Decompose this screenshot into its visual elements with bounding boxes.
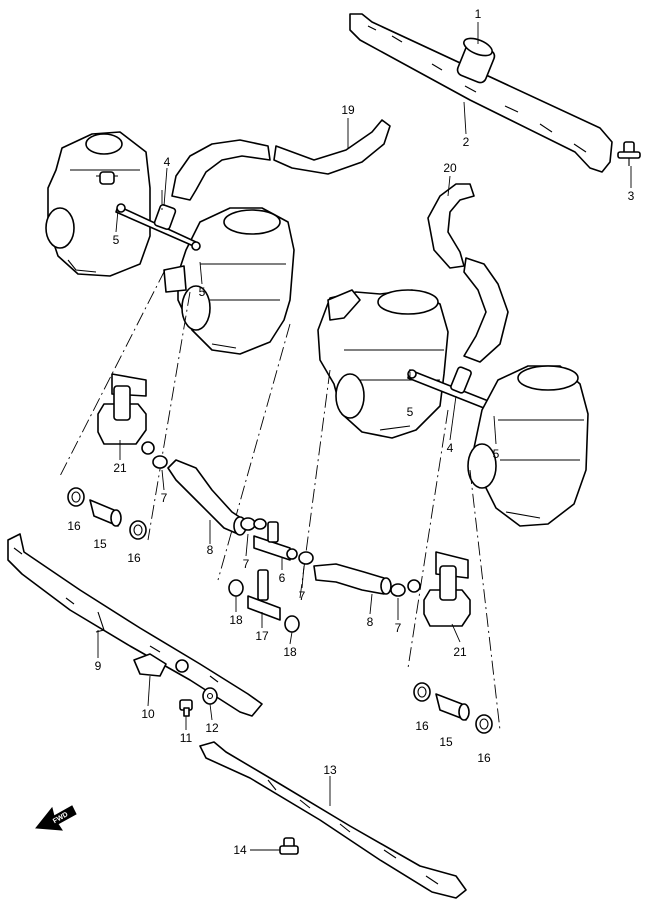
bracket-2 [349,13,613,173]
callout-5b: 5 [199,285,206,299]
callout-13: 13 [323,763,337,777]
filter-15b [435,693,470,721]
hose-8b [313,563,392,595]
callout-labels: 1 2 3 19 4 20 5 5 5 4 5 21 7 16 15 16 8 … [67,7,635,857]
callout-11: 11 [180,731,193,745]
filter-15a [89,499,122,527]
callout-2: 2 [463,135,470,149]
callout-16b: 16 [127,551,141,565]
callout-5a: 5 [113,233,120,247]
hose-19 [171,119,391,201]
callout-10: 10 [141,707,155,721]
callout-18b: 18 [283,645,297,659]
callout-9: 9 [95,659,102,673]
screw-14 [279,837,299,855]
fwd-label: FWD [52,811,69,825]
hose-8a [167,459,247,536]
callout-15a: 15 [93,537,107,551]
callout-12: 12 [205,721,219,735]
throttle-shaft-4a [115,203,201,251]
callout-4b: 4 [447,441,454,455]
bracket-9 [7,533,263,717]
callout-3: 3 [628,189,635,203]
clip-7e [253,518,267,530]
callout-1: 1 [475,7,482,21]
washer-12 [202,687,218,705]
o-ring-18a [228,579,244,597]
callout-21b: 21 [453,645,467,659]
callout-4a: 4 [164,155,171,169]
tee-6 [253,521,298,561]
fitting-21a [97,373,155,455]
callout-7a: 7 [161,491,168,505]
hose-20 [427,183,509,363]
callout-17: 17 [255,629,269,643]
leader-lines [97,22,632,851]
clip-7b [240,517,256,531]
callout-16c: 16 [415,719,429,733]
carburetor-2 [163,207,295,355]
fwd-arrow-icon: FWD [35,805,77,831]
bracket-13 [199,741,467,899]
callout-20: 20 [443,161,457,175]
callout-7b: 7 [243,557,250,571]
clip-7d [390,583,406,597]
callout-5c: 5 [407,405,414,419]
callout-21a: 21 [113,461,127,475]
o-ring-16b [129,520,147,540]
callout-7d: 7 [395,621,402,635]
callout-5d: 5 [493,447,500,461]
callout-7c: 7 [299,589,306,603]
carburetor-1 [45,131,151,277]
callout-16a: 16 [67,519,81,533]
screw-3 [617,141,641,166]
callout-8b: 8 [367,615,374,629]
o-ring-16d [475,714,493,734]
clip-7a [152,455,168,469]
callout-8a: 8 [207,543,214,557]
clip-7c [298,551,314,565]
o-ring-18b [284,615,300,633]
callout-6: 6 [279,571,286,585]
carburetor-4 [467,365,589,527]
assembly-lines [59,190,501,731]
callout-18a: 18 [229,613,243,627]
o-ring-16a [67,487,85,507]
callout-16d: 16 [477,751,491,765]
o-ring-16c [413,682,431,702]
screw-11 [179,699,193,717]
callout-14: 14 [233,843,247,857]
callout-19: 19 [341,103,355,117]
carburetor-3 [317,289,449,439]
tee-17 [247,569,281,621]
fitting-10 [133,653,189,677]
callout-15b: 15 [439,735,453,749]
fitting-21b [407,551,471,627]
